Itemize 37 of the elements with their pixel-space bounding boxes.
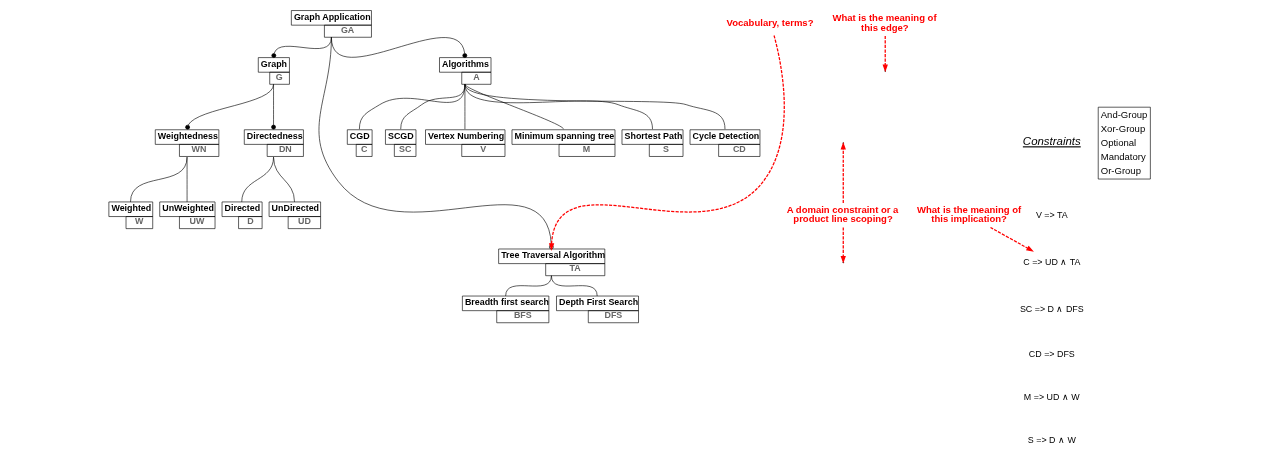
connector (318, 36, 554, 250)
connector (464, 84, 653, 130)
legend-label: Xor-Group (1100, 122, 1145, 134)
arrow (882, 35, 888, 73)
connector (504, 275, 552, 297)
connector (270, 36, 332, 58)
legend-label: Optional (1100, 136, 1136, 148)
connector (330, 36, 467, 58)
legend-label: Mandatory (1100, 150, 1146, 162)
label: S => D ∧ W (1027, 435, 1076, 446)
arrow (989, 226, 1034, 252)
connector (399, 84, 465, 130)
arrow (840, 226, 846, 264)
connector (270, 84, 276, 130)
connector (550, 275, 597, 297)
node-text: What is the meaning of this edge? (831, 12, 937, 33)
connector (186, 156, 187, 203)
label: M => UD ∧ W (1023, 392, 1080, 403)
label: CD => DFS (1028, 348, 1075, 359)
legend-label: And-Group (1100, 108, 1147, 120)
connector (464, 84, 725, 130)
connector (464, 84, 564, 130)
label: V => TA (1035, 209, 1068, 220)
connector (272, 156, 295, 203)
connector (464, 84, 465, 130)
connector (358, 84, 465, 130)
label: Constraints (1022, 135, 1081, 148)
node-text: C => UD ∧ TA (1022, 256, 1080, 267)
label: SC => D ∧ DFS (1019, 303, 1084, 314)
arrow (840, 141, 846, 204)
connector (129, 156, 187, 203)
node-text: A domain constraint or a product line scoping? (786, 203, 898, 225)
node-text: Vocabulary, terms? (726, 16, 813, 28)
connector (184, 84, 274, 130)
legend-label: Or-Group (1100, 164, 1141, 176)
arrow (548, 34, 785, 251)
node-text: What is the meaning of this implication? (916, 203, 1021, 225)
